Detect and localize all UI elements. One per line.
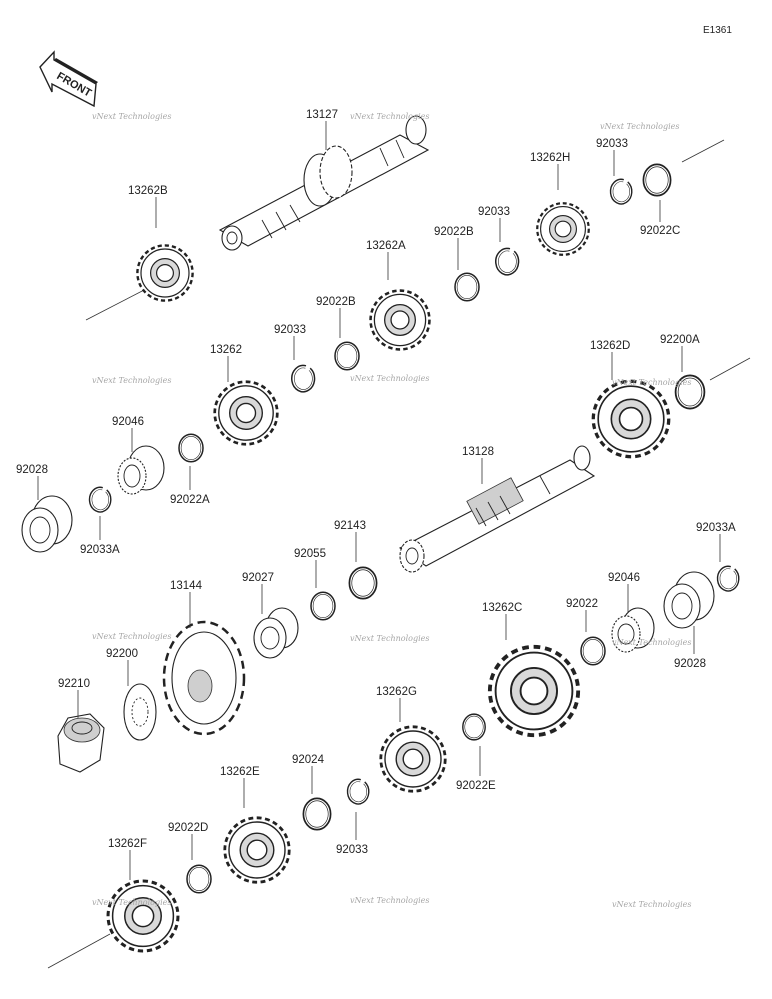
watermark: vNext Technologies: [92, 632, 171, 641]
leader-lines: [37, 121, 721, 880]
gear-13262F: [106, 879, 180, 953]
label-13262B: 13262B: [128, 185, 168, 197]
label-13262F: 13262F: [108, 838, 147, 850]
label-92027: 92027: [242, 572, 274, 584]
watermark: vNext Technologies: [350, 634, 429, 643]
label-13144: 13144: [170, 580, 203, 592]
watermark: vNext Technologies: [612, 638, 691, 647]
gear-13262E: [223, 816, 291, 884]
washer-92022: [579, 636, 607, 666]
watermark: vNext Technologies: [350, 896, 429, 905]
label-92143: 92143: [334, 520, 366, 532]
needle-bearing-92046-b: [611, 607, 655, 653]
label-92046-b: 92046: [608, 572, 640, 584]
gear-13262B: [135, 243, 195, 303]
label-13262C: 13262C: [482, 602, 522, 614]
label-92022B-b: 92022B: [316, 296, 356, 308]
label-92022C: 92022C: [640, 225, 680, 237]
label-13262D: 13262D: [590, 340, 630, 352]
label-13262E: 13262E: [220, 766, 260, 778]
collar-92028-b: [663, 571, 715, 629]
label-92022E: 92022E: [456, 780, 496, 792]
shaft-13127: [218, 115, 430, 251]
label-92022B-a: 92022B: [434, 226, 474, 238]
label-92046-a: 92046: [112, 416, 144, 428]
circlip-92033-b: [494, 247, 520, 276]
washer-92024: [302, 797, 332, 831]
watermark: vNext Technologies: [92, 112, 171, 121]
watermarks: vNext Technologies vNext Technologies vN…: [92, 112, 691, 909]
collar-92027: [253, 607, 299, 659]
label-13262: 13262: [210, 344, 242, 356]
label-92024: 92024: [292, 754, 325, 766]
washer-92022B-b: [334, 341, 360, 371]
label-13128: 13128: [462, 446, 494, 458]
shaft-13128: [398, 445, 596, 573]
label-92022D: 92022D: [168, 822, 208, 834]
label-92033A-b: 92033A: [696, 522, 736, 534]
watermark: vNext Technologies: [92, 898, 171, 907]
gear-13262C: [490, 647, 578, 735]
nut-92210: [57, 713, 105, 773]
washer-92022B-a: [453, 272, 481, 302]
watermark: vNext Technologies: [600, 122, 679, 131]
gear-13262A: [368, 288, 432, 352]
gear-13262G: [379, 725, 447, 793]
watermark: vNext Technologies: [350, 374, 429, 383]
collar-92028-a: [21, 495, 73, 553]
washer-92022D: [185, 864, 213, 894]
circlip-92033-d: [346, 778, 370, 805]
label-92033-c: 92033: [274, 324, 306, 336]
label-92055: 92055: [294, 548, 326, 560]
needle-bearing-92046-a: [117, 445, 165, 495]
watermark: vNext Technologies: [92, 376, 171, 385]
label-92200: 92200: [106, 648, 138, 660]
label-92033-top: 92033: [596, 138, 628, 150]
label-92033-b: 92033: [478, 206, 510, 218]
circlip-92033-top: [609, 178, 633, 205]
sprocket-13144: [162, 620, 246, 736]
gear-13262H: [535, 201, 591, 257]
label-92022: 92022: [566, 598, 598, 610]
label-13262A: 13262A: [366, 240, 406, 252]
gear-13262D: [593, 381, 668, 456]
label-13262H: 13262H: [530, 152, 570, 164]
lock-washer-92200: [123, 683, 157, 741]
label-92033-d: 92033: [336, 844, 368, 856]
washer-92055: [310, 591, 336, 621]
label-92200A: 92200A: [660, 334, 700, 346]
label-92028-a: 92028: [16, 464, 48, 476]
watermark: vNext Technologies: [350, 112, 429, 121]
label-92028-b: 92028: [674, 658, 706, 670]
label-13127: 13127: [306, 109, 338, 121]
label-13262G: 13262G: [376, 686, 417, 698]
front-arrow-icon: FRONT: [39, 50, 98, 108]
washer-92022C: [642, 163, 672, 197]
circlip-92033-c: [290, 364, 316, 393]
diagram-code: E1361: [703, 25, 732, 36]
circlip-92033A-b: [716, 565, 740, 592]
watermark: vNext Technologies: [612, 378, 691, 387]
circlip-92033A-a: [88, 486, 112, 513]
label-92210: 92210: [58, 678, 90, 690]
washer-92022A: [178, 433, 204, 463]
washer-92143: [348, 566, 378, 600]
label-92033A-a: 92033A: [80, 544, 120, 556]
watermark: vNext Technologies: [612, 900, 691, 909]
washer-92022E: [461, 713, 487, 741]
gear-13262: [213, 380, 279, 446]
label-92022A: 92022A: [170, 494, 210, 506]
